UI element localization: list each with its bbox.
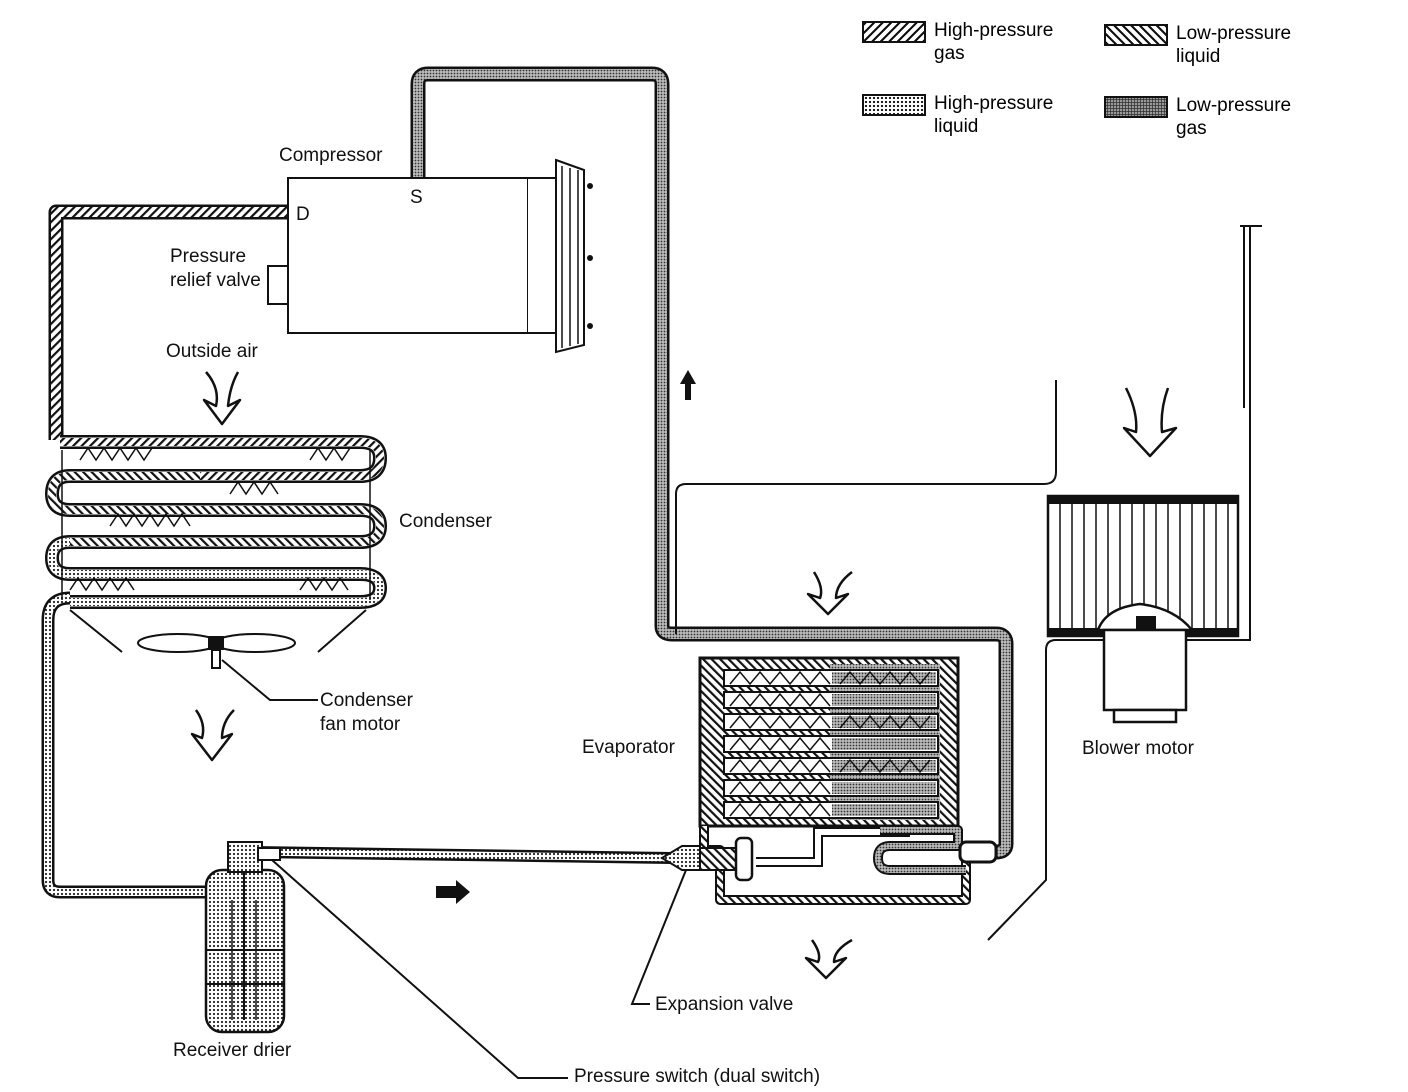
evaporator-label: Evaporator xyxy=(582,737,675,758)
legend-item-high-pressure-gas: High-pressure gas xyxy=(862,19,1084,65)
condenser-fan-motor-label: Condenser fan motor xyxy=(320,690,413,735)
liquid-line xyxy=(41,591,673,899)
expansion-valve-label: Expansion valve xyxy=(655,994,794,1015)
compressor xyxy=(267,158,593,354)
legend-item-low-pressure-liquid: Low-pressure liquid xyxy=(1104,22,1326,68)
outside-air-label: Outside air xyxy=(166,341,258,362)
legend-label: Low-pressure liquid xyxy=(1176,23,1292,67)
condenser xyxy=(45,435,387,609)
high-pressure-liquid-swatch xyxy=(862,94,926,116)
expansion-valve-leader xyxy=(630,869,687,1005)
pressure-relief-valve-label: Pressure relief valve xyxy=(170,246,261,291)
legend-item-high-pressure-liquid: High-pressure liquid xyxy=(862,92,1084,138)
pressure-switch-label: Pressure switch (dual switch) xyxy=(574,1066,821,1087)
flow-direction-arrows xyxy=(436,370,696,904)
legend-label: Low-pressure gas xyxy=(1176,95,1292,139)
suction-line xyxy=(410,66,1014,860)
condenser-fan xyxy=(69,609,367,701)
condenser-label: Condenser xyxy=(399,511,492,532)
pressure-relief-valve xyxy=(267,265,289,305)
air-flow-arrows xyxy=(190,371,1178,980)
high-pressure-gas-swatch xyxy=(862,21,926,43)
receiver-drier-label: Receiver drier xyxy=(173,1040,292,1061)
legend-label: High-pressure liquid xyxy=(934,93,1054,137)
discharge-port-label: D xyxy=(296,204,310,225)
blower-motor-label: Blower motor xyxy=(1082,738,1194,759)
blower xyxy=(1046,494,1240,724)
suction-port-label: S xyxy=(410,187,423,208)
hvac-housing xyxy=(675,225,1262,941)
receiver-drier xyxy=(204,841,568,1079)
pressure-switch-leader xyxy=(271,859,568,1079)
expansion-valve xyxy=(630,836,754,1005)
low-pressure-liquid-swatch xyxy=(1104,24,1168,46)
discharge-line xyxy=(48,204,288,440)
evaporator xyxy=(698,656,998,905)
compressor-label: Compressor xyxy=(279,145,383,166)
low-pressure-gas-swatch xyxy=(1104,96,1168,118)
legend-item-low-pressure-gas: Low-pressure gas xyxy=(1104,94,1326,140)
legend-label: High-pressure gas xyxy=(934,20,1054,64)
